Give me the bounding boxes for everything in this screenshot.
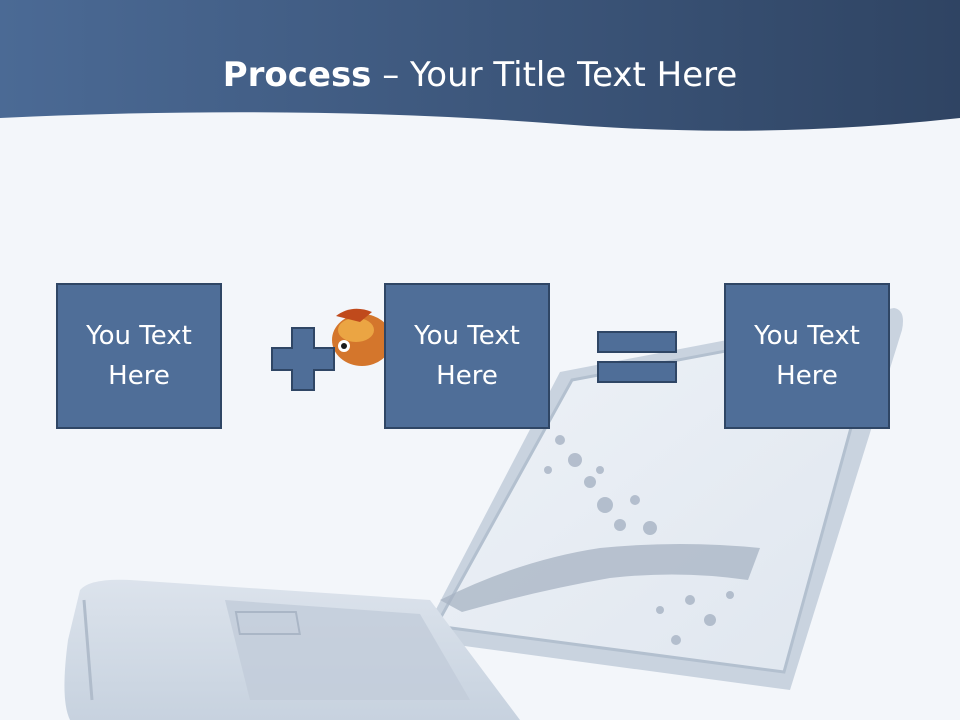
process-step-label: You Text Here [86, 321, 192, 391]
goldfish-icon [332, 308, 392, 366]
process-step-box: You Text Here [384, 283, 550, 429]
title-rest: – Your Title Text Here [371, 55, 738, 95]
process-step-box: You Text Here [56, 283, 222, 429]
header-band [0, 0, 960, 131]
equals-icon [597, 331, 677, 383]
process-step-box: You Text Here [724, 283, 890, 429]
page-title: Process – Your Title Text Here [0, 52, 960, 98]
title-bold: Process [222, 55, 372, 95]
process-step-label: You Text Here [414, 321, 520, 391]
process-step-label: You Text Here [754, 321, 860, 391]
plus-icon [271, 327, 335, 391]
